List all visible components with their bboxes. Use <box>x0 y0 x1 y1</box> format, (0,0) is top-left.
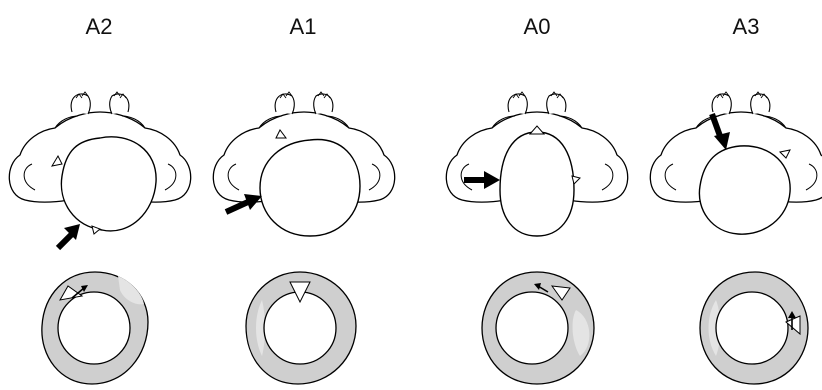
ring-a3 <box>700 272 808 384</box>
ring-a1 <box>246 272 356 384</box>
arrow-a2 <box>58 224 80 248</box>
panel-a2 <box>9 92 190 384</box>
panel-a0 <box>446 92 627 384</box>
panel-a3 <box>650 92 822 384</box>
head-a3 <box>699 146 790 234</box>
head-a0 <box>500 132 574 236</box>
ring-a2 <box>42 272 148 384</box>
head-a1 <box>260 140 360 236</box>
ring-a0 <box>482 272 594 384</box>
panel-a1 <box>213 92 394 384</box>
head-a2 <box>61 137 156 231</box>
